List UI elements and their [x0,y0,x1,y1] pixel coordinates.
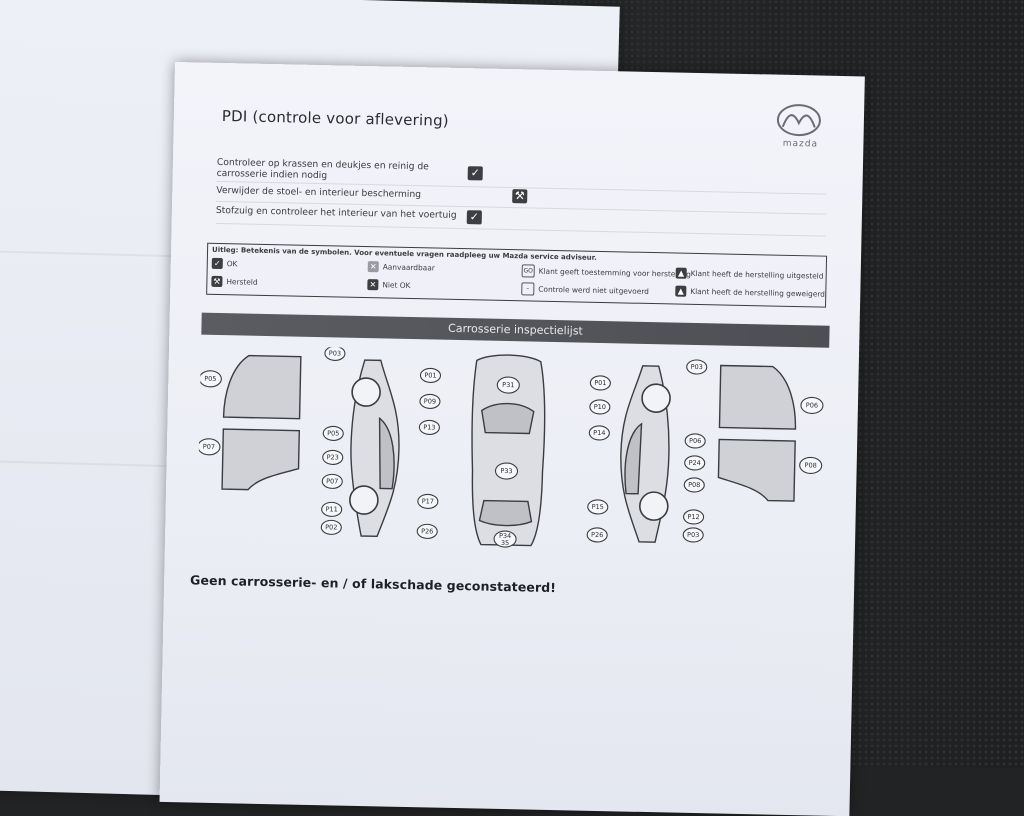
cross-icon: ✕ [367,261,379,273]
wrench-icon: ⚒ [512,189,528,204]
point-label: P03 [687,531,699,539]
legend-label: Controle werd niet uitgevoerd [538,284,650,296]
legend-item-go: GO Klant geeft toestemming voor herstell… [521,264,691,281]
front-left-door-shape [222,354,302,420]
legend-label: Niet OK [382,280,411,290]
go-icon: GO [521,264,535,278]
point-label: P05 [204,375,216,383]
point-label: P13 [423,423,435,431]
point-label: P05 [327,429,339,437]
legend-item-ok: ✓ OK [211,257,238,270]
legend-label: Klant heeft de herstelling geweigerd [690,286,825,299]
legend-item-uitgesteld: ▲ Klant heeft de herstelling uitgesteld [675,267,824,282]
check-icon: ✓ [467,166,483,181]
top-view-car-shape [471,354,546,547]
person-icon: ▲ [675,285,687,297]
logo-wordmark: mazda [782,138,819,150]
legend-label: Aanvaardbaar [382,262,435,273]
legend-label: Hersteld [226,277,258,287]
check-icon: ✓ [211,257,223,270]
rear-left-door-shape [221,428,301,491]
mazda-logo: mazda [773,103,824,152]
car-inspection-diagram: P05 P07 P03 P01 P09 P13 P05 P23 P07 P11 … [197,345,824,548]
point-label: P12 [687,513,699,521]
wrench-icon: ⚒ [211,275,223,288]
legend-item-niet-ok: ✕ Niet OK [367,279,411,291]
legend-label: OK [226,259,238,269]
point-label: P01 [424,371,436,379]
damage-statement: Geen carrosserie- en / of lakschade geco… [189,572,557,596]
point-label: P23 [327,453,339,461]
point-label: P07 [203,443,215,451]
point-label: P14 [593,429,605,437]
legend-heading: Uitleg: Betekenis van de symbolen. Voor … [211,245,597,262]
point-label: P15 [592,503,604,511]
point-label: P01 [594,379,606,387]
legend-item-geweigerd: ▲ Klant heeft de herstelling geweigerd [675,285,825,300]
point-label: P17 [422,497,434,505]
section-header: Carrosserie inspectielijst [201,312,830,348]
point-label: P26 [421,527,433,535]
pdi-document: PDI (controle voor aflevering) mazda Con… [159,62,865,816]
symbol-legend: Uitleg: Betekenis van de symbolen. Voor … [206,242,828,308]
point-label: P33 [500,467,512,475]
person-icon: ▲ [675,267,687,279]
point-label: P07 [326,477,338,485]
point-label: P03 [691,363,703,371]
legend-label: Klant heeft de herstelling uitgesteld [690,268,824,281]
point-label: P09 [424,397,436,405]
check-icon: ✓ [466,210,482,225]
point-label: P34 [499,532,511,540]
point-label: P11 [325,505,337,513]
checklist-label: Verwijder de stoel- en interieur bescher… [216,184,422,201]
cross-icon: ✕ [367,279,379,291]
point-label: P06 [806,401,818,409]
document-title: PDI (controle voor aflevering) [221,106,450,130]
mazda-logo-icon [776,104,821,137]
rear-right-door-shape [717,438,796,502]
legend-item-aanvaardbaar: ✕ Aanvaardbaar [367,261,435,273]
minus-icon: – [521,282,535,296]
legend-label: Klant geeft toestemming voor herstelling [538,266,691,279]
legend-item-hersteld: ⚒ Hersteld [211,275,258,288]
point-label: P08 [805,461,817,469]
legend-item-controle: – Controle werd niet uitgevoerd [521,282,649,298]
point-label: P26 [591,531,603,539]
point-label: P10 [594,403,606,411]
checklist-label: Controleer op krassen en deukjes en rein… [216,156,429,182]
point-label: P06 [689,437,701,445]
point-label: P24 [689,459,701,467]
point-label: P08 [688,481,700,489]
point-label: P31 [502,381,514,389]
point-label: P02 [325,523,337,531]
point-label: 35 [501,539,509,547]
front-right-door-shape [718,364,797,430]
point-label: P03 [329,349,341,357]
